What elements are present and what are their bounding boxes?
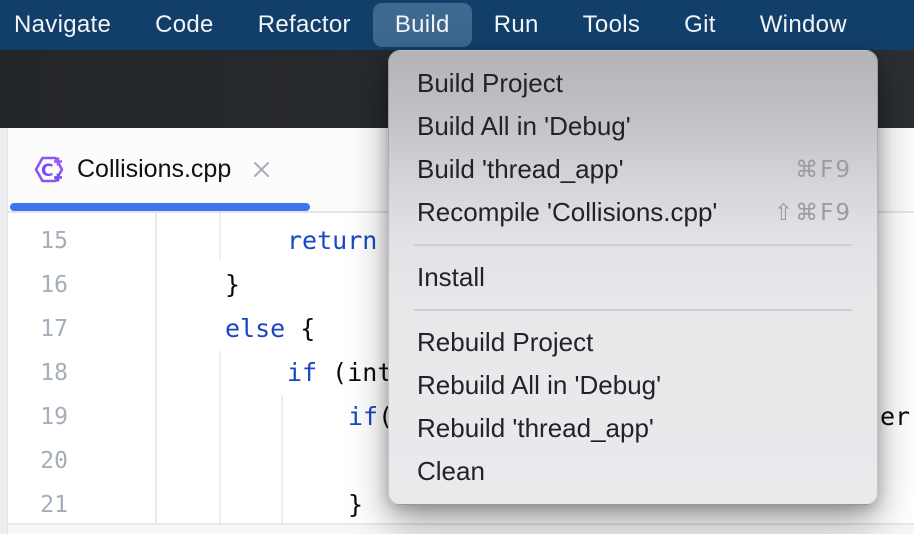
code-line-17[interactable]: 17 else { — [8, 307, 914, 351]
code-line-20[interactable]: 20 — [8, 439, 914, 483]
code-line-15[interactable]: 15 return — [8, 219, 914, 263]
menu-separator — [414, 244, 852, 246]
status-bar-edge — [8, 523, 914, 534]
line-number[interactable]: 18 — [40, 360, 68, 386]
cpp-file-icon: C — [34, 156, 64, 183]
tab-close-icon[interactable] — [250, 158, 273, 181]
menu-item-rebuild-all-in-debug[interactable]: Rebuild All in 'Debug' — [389, 364, 877, 407]
editor-tab-collisions-cpp[interactable]: C Collisions.cpp — [33, 128, 273, 211]
menu-item-label: Rebuild Project — [417, 327, 594, 357]
code-line-19[interactable]: 19 if( er( — [8, 395, 914, 439]
menu-item-build-project[interactable]: Build Project — [389, 62, 877, 105]
menubar-item-git[interactable]: Git — [684, 11, 716, 38]
code-line-21[interactable]: 21} — [8, 483, 914, 523]
menu-item-build-all-in-debug[interactable]: Build All in 'Debug' — [389, 105, 877, 148]
line-number[interactable]: 15 — [40, 228, 68, 254]
code-line-16[interactable]: 16} — [8, 263, 914, 307]
menu-item-label: Rebuild 'thread_app' — [417, 413, 654, 443]
menu-item-rebuild-thread-app[interactable]: Rebuild 'thread_app' — [389, 407, 877, 450]
indent-guide — [219, 213, 221, 260]
menu-item-label: Rebuild All in 'Debug' — [417, 370, 662, 400]
menu-item-label: Install — [417, 262, 485, 292]
menubar-item-code[interactable]: Code — [155, 11, 214, 38]
line-number[interactable]: 21 — [40, 492, 68, 518]
code-token: } — [225, 270, 241, 299]
menu-item-clean[interactable]: Clean — [389, 450, 877, 493]
code-token: if (int — [287, 358, 393, 387]
menu-item-recompile-collisions-cpp[interactable]: Recompile 'Collisions.cpp' ⇧⌘F9 — [389, 191, 877, 234]
code-token: } — [348, 490, 364, 519]
code-line-18[interactable]: 18 if (int — [8, 351, 914, 395]
tab-label: Collisions.cpp — [77, 155, 232, 183]
menu-item-rebuild-project[interactable]: Rebuild Project — [389, 321, 877, 364]
menu-item-label: Recompile 'Collisions.cpp' — [417, 197, 718, 227]
menu-item-shortcut: ⇧⌘F9 — [773, 199, 852, 226]
menu-item-install[interactable]: Install — [389, 256, 877, 299]
line-number[interactable]: 17 — [40, 316, 68, 342]
menu-item-shortcut: ⌘F9 — [795, 156, 852, 183]
code-token: else { — [225, 314, 316, 343]
menu-bar: Navigate Code Refactor Build Run Tools Git Wind… — [0, 0, 914, 50]
menubar-item-window[interactable]: Window — [759, 11, 847, 38]
menubar-item-build[interactable]: Build — [372, 3, 472, 47]
menu-item-label: Clean — [417, 456, 485, 486]
menubar-item-refactor[interactable]: Refactor — [257, 11, 351, 38]
menu-item-label: Build 'thread_app' — [417, 154, 624, 184]
indent-guide — [219, 351, 221, 523]
code-token: er( — [880, 402, 914, 431]
line-number[interactable]: 20 — [40, 448, 68, 474]
svg-text:C: C — [41, 161, 53, 181]
active-tab-indicator — [10, 203, 310, 211]
menu-item-label: Build Project — [417, 68, 563, 98]
code-token: return — [287, 226, 378, 255]
window-left-edge — [0, 128, 8, 534]
menubar-item-tools[interactable]: Tools — [582, 11, 641, 38]
menubar-item-run[interactable]: Run — [493, 11, 539, 38]
line-number[interactable]: 19 — [40, 404, 68, 430]
code-token: if( — [348, 402, 394, 431]
indent-guide — [281, 395, 283, 523]
gutter-separator — [155, 213, 157, 523]
menubar-item-navigate[interactable]: Navigate — [14, 11, 112, 38]
menu-item-label: Build All in 'Debug' — [417, 111, 631, 141]
menu-separator — [414, 309, 852, 311]
menu-item-build-thread-app[interactable]: Build 'thread_app' ⌘F9 — [389, 148, 877, 191]
line-number[interactable]: 16 — [40, 272, 68, 298]
